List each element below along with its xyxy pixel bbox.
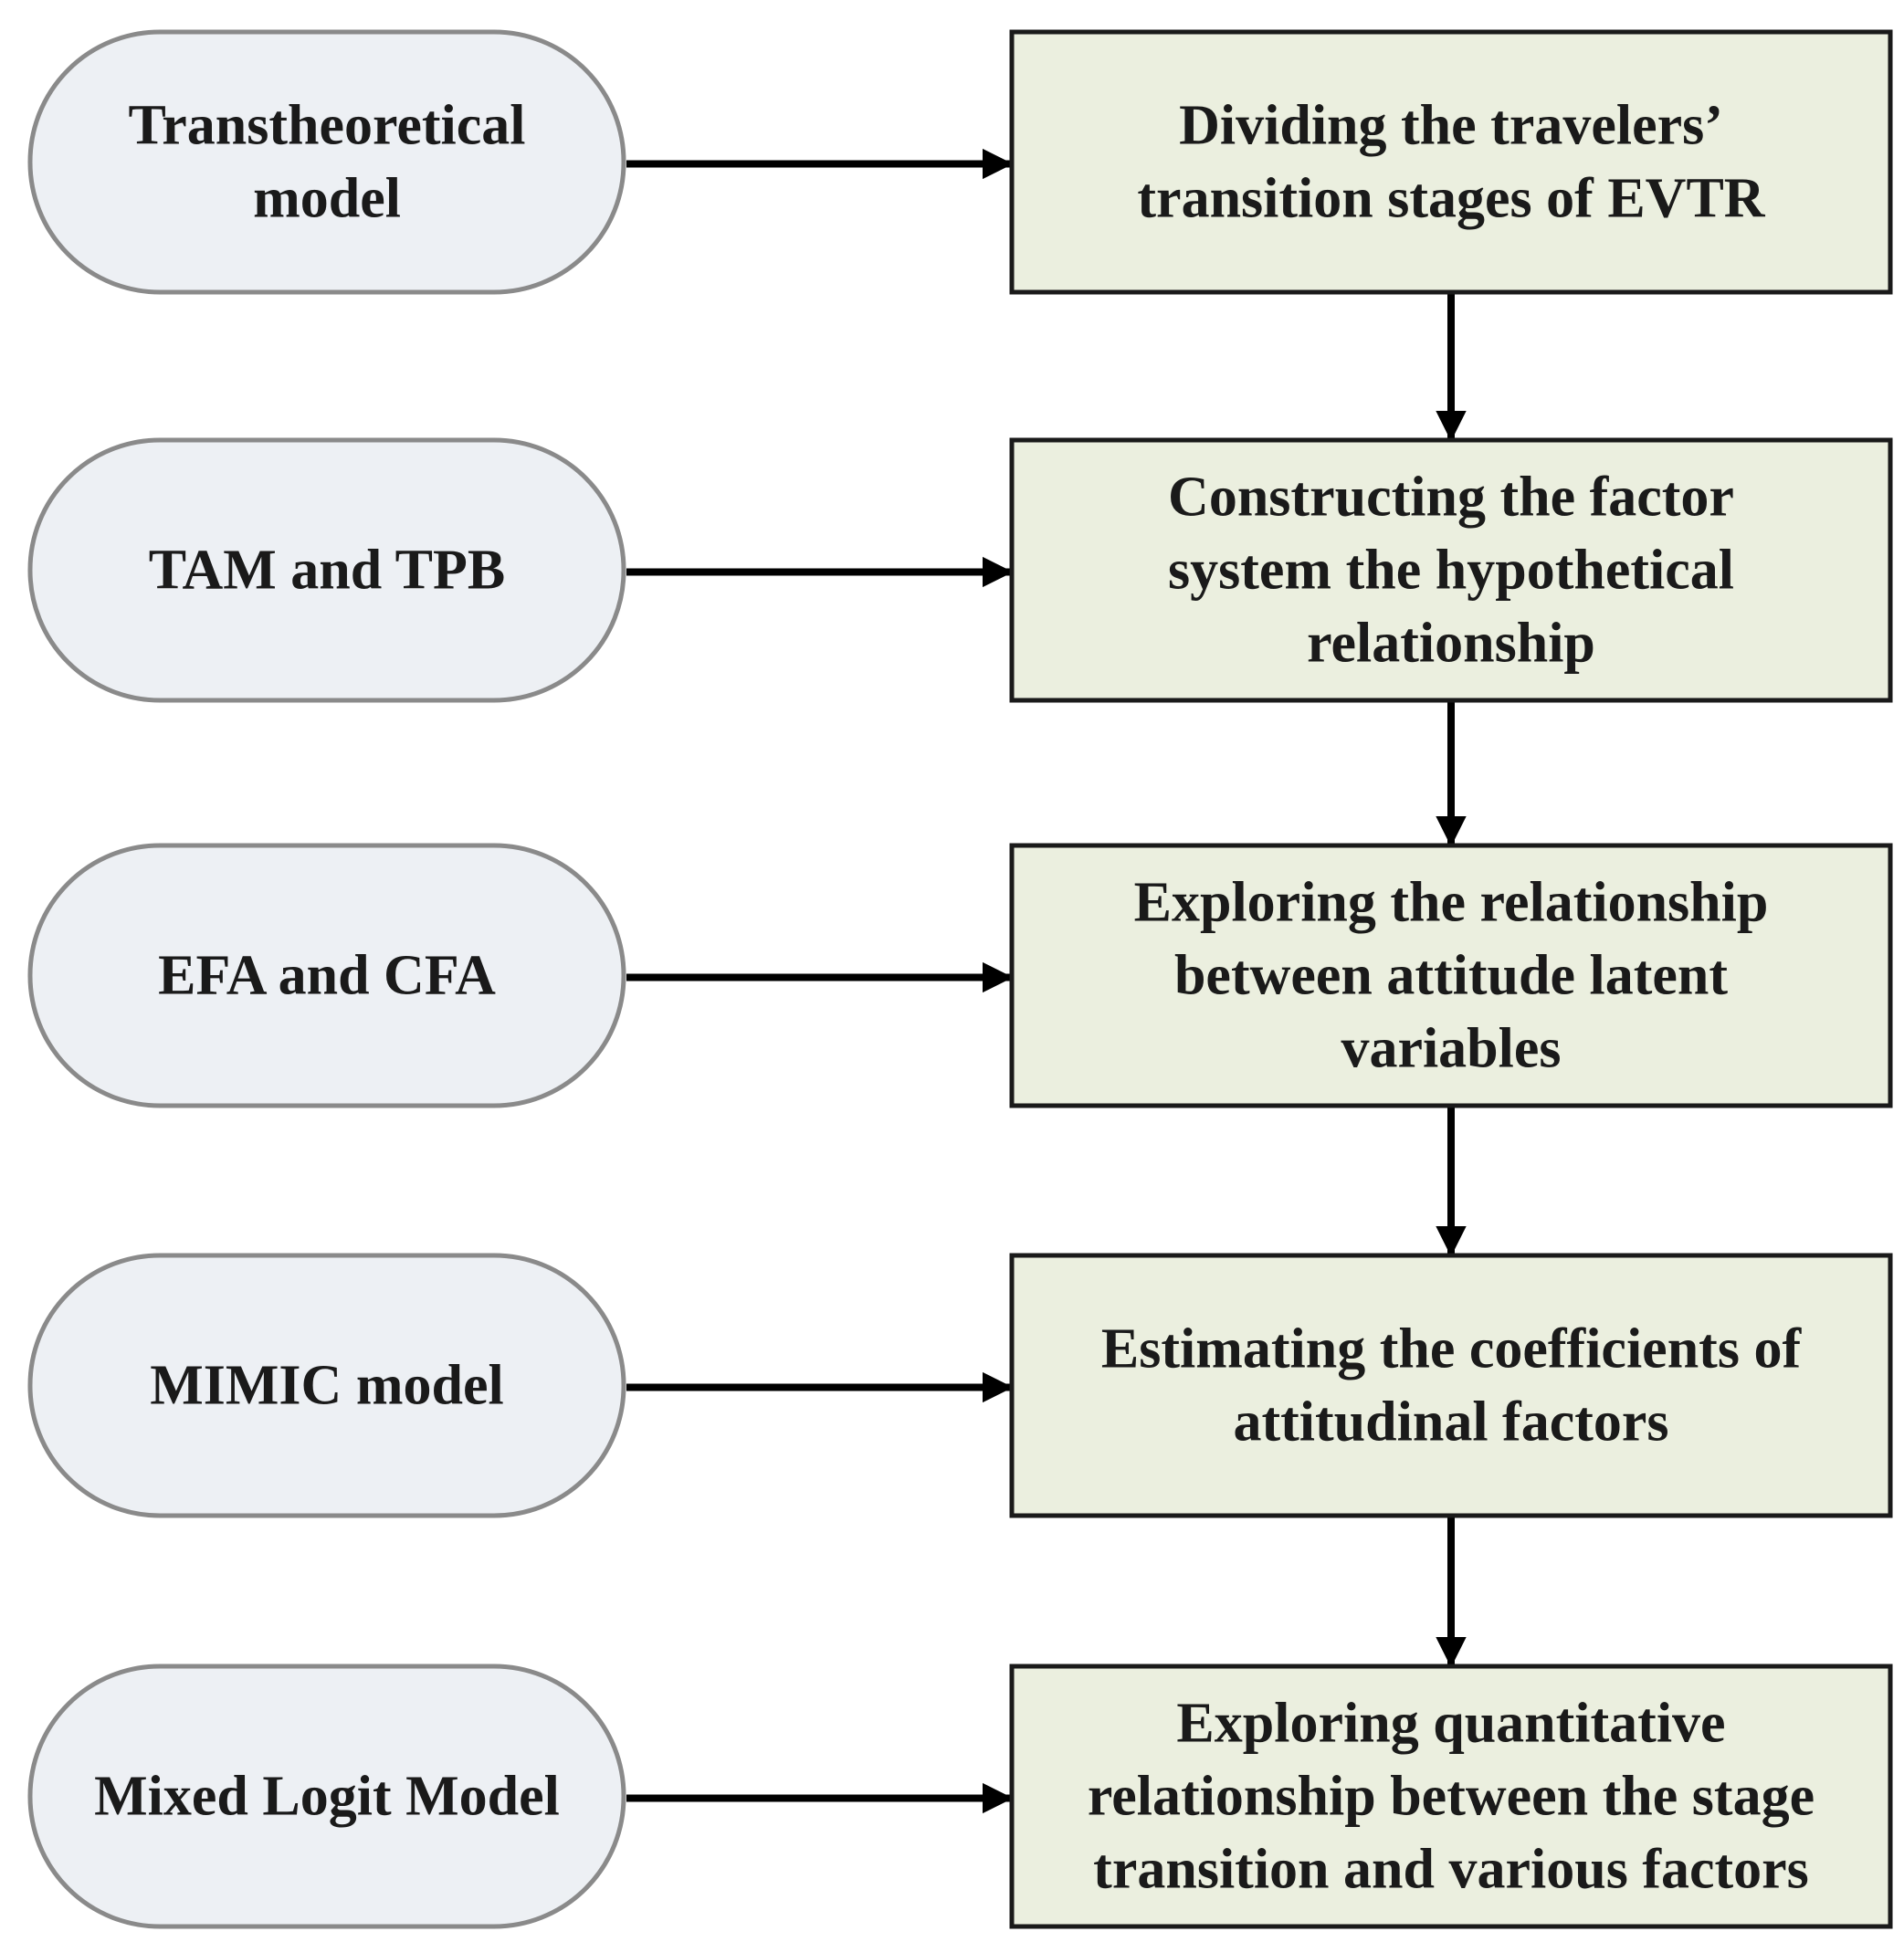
step-node-5-label-line-2: relationship between the stage xyxy=(1088,1766,1815,1828)
step-node-2-label-line-3: relationship xyxy=(1307,613,1595,675)
step-node-shape xyxy=(1009,1664,1893,1929)
step-node-5-label-line-3: transition and various factors xyxy=(1093,1839,1809,1901)
step-node-3-label-line-3: variables xyxy=(1341,1018,1561,1080)
step-node-4-label-line-2: attitudinal factors xyxy=(1233,1391,1668,1454)
connectors xyxy=(626,148,1467,1814)
method-node-4-label-line-1: MIMIC model xyxy=(150,1355,503,1417)
step-node-1-label-line-2: transition stages of EVTR xyxy=(1137,168,1765,230)
step-node-5-label-line-1: Exploring quantitative xyxy=(1176,1693,1725,1755)
step-node-2: Constructing the factor system the hypoth… xyxy=(1009,437,1893,703)
step-node-1-label-line-1: Dividing the travelers’ xyxy=(1179,95,1723,157)
step-node-1: Dividing the travelers’ transition stages… xyxy=(1009,29,1893,295)
step-nodes: Dividing the travelers’ transition stages… xyxy=(1009,29,1893,1929)
method-node-3-label-line-1: EFA and CFA xyxy=(158,945,496,1007)
method-node-5-label-line-1: Mixed Logit Model xyxy=(94,1766,560,1828)
method-node-3: EFA and CFA xyxy=(27,843,626,1108)
method-node-shape xyxy=(27,437,626,703)
method-node-2-label-line-1: TAM and TPB xyxy=(149,540,505,602)
step-node-5: Exploring quantitative relationship betwe… xyxy=(1009,1664,1893,1929)
step-node-shape xyxy=(1009,29,1893,295)
step-node-3-label-line-2: between attitude latent xyxy=(1174,945,1728,1007)
method-node-shape xyxy=(27,29,626,295)
method-node-2: TAM and TPB xyxy=(27,437,626,703)
step-node-4: Estimating the coefficients of attitudina… xyxy=(1009,1253,1893,1518)
step-node-2-label-line-1: Constructing the factor xyxy=(1168,467,1734,529)
method-node-shape xyxy=(27,1253,626,1518)
step-node-shape xyxy=(1009,843,1893,1108)
method-node-shape xyxy=(27,843,626,1108)
method-node-4: MIMIC model xyxy=(27,1253,626,1518)
method-node-1-label-line-1: Transtheoretical xyxy=(128,95,525,157)
method-node-shape xyxy=(27,1664,626,1929)
step-node-4-label-line-1: Estimating the coefficients of xyxy=(1101,1318,1803,1380)
step-node-3-label-line-1: Exploring the relationship xyxy=(1134,872,1769,934)
method-node-1: Transtheoretical model xyxy=(27,29,626,295)
step-node-shape xyxy=(1009,1253,1893,1518)
step-node-3: Exploring the relationship between attitu… xyxy=(1009,843,1893,1108)
step-node-shape xyxy=(1009,437,1893,703)
method-node-5: Mixed Logit Model xyxy=(27,1664,626,1929)
step-node-2-label-line-2: system the hypothetical xyxy=(1168,540,1734,602)
method-node-1-label-line-2: model xyxy=(253,168,401,230)
